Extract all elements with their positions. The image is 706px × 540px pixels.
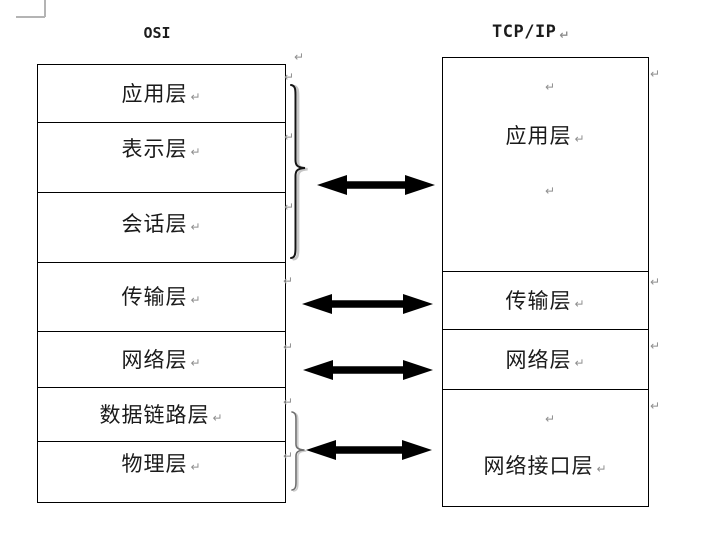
paragraph-mark-icon: ↵ (283, 395, 294, 409)
tcpip-layer-label: 应用层 (505, 124, 572, 148)
osi-layer-label: 传输层 (121, 285, 188, 309)
osi-layer-cell-transport[interactable]: 传输层↵ (38, 263, 285, 332)
paragraph-mark-icon: ↵ (545, 80, 556, 94)
paragraph-mark-icon: ↵ (283, 449, 294, 463)
paragraph-mark-icon: ↵ (574, 296, 586, 311)
brace-upper-layers-icon (290, 84, 308, 261)
tcpip-column-title[interactable]: TCP/IP ↵ (492, 22, 570, 42)
double-arrow-network (303, 360, 433, 380)
paragraph-mark-icon: ↵ (190, 293, 202, 307)
paragraph-mark-icon: ↵ (596, 462, 608, 476)
tcpip-layer-cell-application[interactable]: 应用层↵ (443, 58, 648, 272)
osi-layer-label: 会话层 (121, 211, 188, 236)
osi-layer-cell-session[interactable]: 会话层↵ (38, 193, 285, 263)
paragraph-mark-icon: ↵ (294, 50, 305, 64)
osi-layer-cell-physical[interactable]: 物理层↵ (38, 442, 285, 500)
double-arrow-network-interface (306, 440, 432, 460)
brace-lower-layers-icon (291, 411, 307, 492)
tcpip-layer-label: 传输层 (505, 288, 572, 313)
paragraph-mark-icon: ↵ (283, 274, 294, 288)
tcpip-layer-label: 网络层 (505, 347, 572, 372)
osi-layer-cell-application[interactable]: 应用层↵ (38, 65, 285, 123)
osi-layers-table: 应用层↵ 表示层↵ 会话层↵ 传输层↵ 网络层↵ 数据链路层↵ 物理层↵ (37, 64, 286, 503)
tcpip-layer-cell-network-interface[interactable]: 网络接口层↵ (443, 390, 648, 503)
osi-layer-label: 网络层 (121, 347, 188, 372)
double-arrow-transport (302, 294, 433, 314)
page-corner-mark-icon (44, 0, 46, 17)
tcpip-layers-table: 应用层↵ 传输层↵ 网络层↵ 网络接口层↵ (442, 57, 649, 507)
paragraph-mark-icon: ↵ (190, 355, 202, 370)
osi-column-title[interactable]: OSI (143, 24, 171, 42)
paragraph-mark-icon: ↵ (190, 219, 202, 234)
tcpip-layer-cell-transport[interactable]: 传输层↵ (443, 272, 648, 330)
paragraph-mark-icon: ↵ (212, 410, 224, 425)
paragraph-mark-icon: ↵ (650, 67, 661, 81)
osi-layer-label: 表示层 (121, 136, 188, 161)
double-arrow-application (317, 175, 435, 195)
paragraph-mark-icon: ↵ (545, 412, 556, 426)
paragraph-mark-icon: ↵ (284, 70, 295, 84)
osi-layer-label: 应用层 (121, 81, 188, 106)
paragraph-mark-icon: ↵ (190, 460, 202, 474)
page-corner-mark-icon (16, 16, 45, 18)
paragraph-mark-icon: ↵ (574, 355, 586, 370)
osi-layer-label: 数据链路层 (99, 402, 210, 427)
tcpip-title-text: TCP/IP (492, 22, 557, 42)
paragraph-mark-icon: ↵ (545, 184, 556, 198)
paragraph-mark-icon: ↵ (650, 399, 661, 413)
paragraph-mark-icon: ↵ (574, 132, 586, 146)
paragraph-mark-icon: ↵ (284, 130, 295, 144)
osi-layer-cell-network[interactable]: 网络层↵ (38, 332, 285, 388)
paragraph-mark-icon: ↵ (190, 144, 202, 159)
osi-layer-label: 物理层 (121, 452, 188, 476)
tcpip-layer-label: 网络接口层 (483, 454, 594, 478)
paragraph-mark-icon: ↵ (559, 28, 570, 42)
osi-layer-cell-presentation[interactable]: 表示层↵ (38, 123, 285, 193)
paragraph-mark-icon: ↵ (284, 200, 295, 214)
tcpip-layer-cell-network[interactable]: 网络层↵ (443, 330, 648, 390)
paragraph-mark-icon: ↵ (650, 275, 661, 289)
paragraph-mark-icon: ↵ (650, 339, 661, 353)
paragraph-mark-icon: ↵ (283, 340, 294, 354)
osi-layer-cell-datalink[interactable]: 数据链路层↵ (38, 388, 285, 442)
paragraph-mark-icon: ↵ (190, 89, 202, 104)
